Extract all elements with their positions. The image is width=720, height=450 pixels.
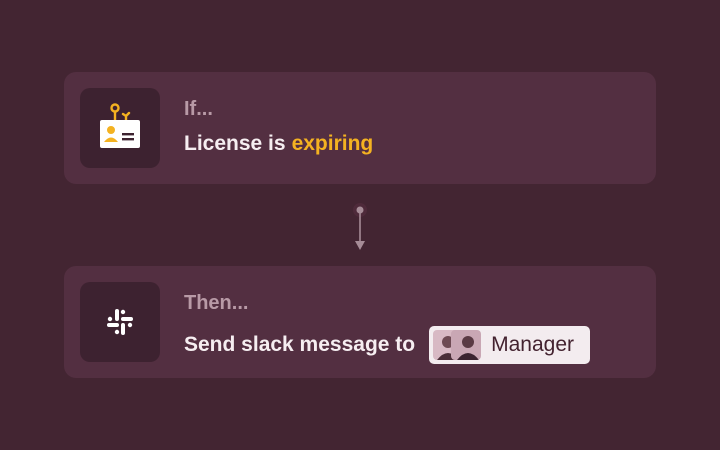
recipient-label: Manager (491, 333, 575, 356)
condition-prefix: License is (184, 132, 286, 155)
recipient-avatars (433, 330, 482, 360)
slack-icon (80, 282, 160, 362)
trigger-card[interactable]: If... License is expiring (64, 72, 656, 184)
person-avatar (451, 330, 482, 360)
action-card[interactable]: Then... Send slack message to Manage (64, 266, 656, 378)
action-text: Send slack message to (184, 333, 416, 356)
trigger-kicker: If... (184, 98, 213, 120)
trigger-condition: License is expiring (184, 132, 373, 156)
flow-connector (350, 200, 370, 252)
license-card-icon (80, 88, 160, 168)
condition-value[interactable]: expiring (291, 132, 374, 155)
recipient-chip[interactable]: Manager (429, 326, 591, 364)
action-description: Send slack message to Manager (184, 326, 591, 364)
action-kicker: Then... (184, 292, 249, 314)
